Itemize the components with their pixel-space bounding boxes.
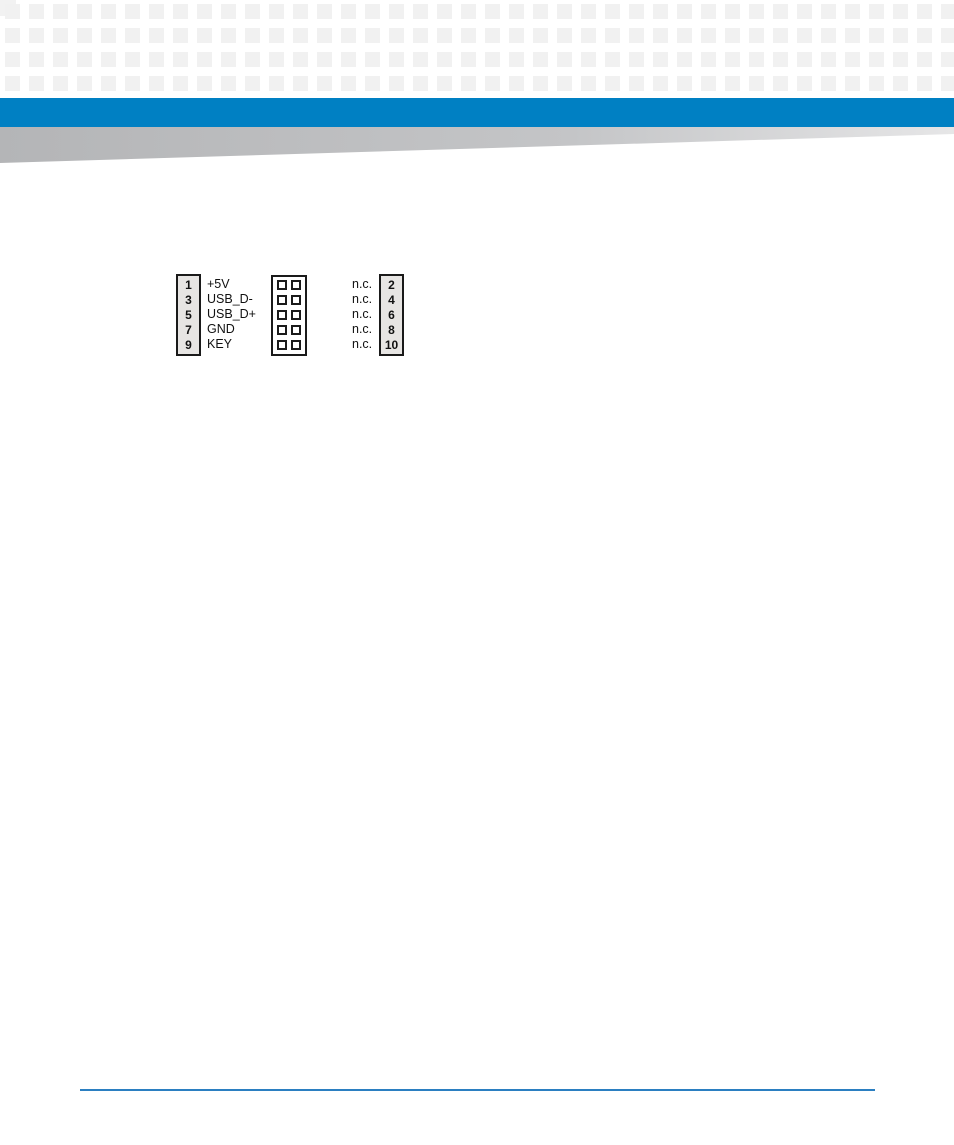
pin-hole — [277, 325, 287, 335]
pin-number: 6 — [388, 308, 395, 322]
header-dot-pattern — [0, 0, 954, 98]
pin-hole — [291, 295, 301, 305]
pin-hole — [277, 280, 287, 290]
pin-number: 7 — [185, 323, 192, 337]
pin-hole — [277, 295, 287, 305]
signal-label: GND — [207, 322, 235, 336]
pin-hole — [291, 325, 301, 335]
signal-label: n.c. — [352, 307, 373, 321]
pin-number: 1 — [185, 278, 192, 292]
header-blue-bar — [0, 98, 954, 127]
header-grey-wedge — [0, 127, 954, 163]
signal-label: n.c. — [352, 337, 373, 351]
pin-hole — [277, 340, 287, 350]
signal-label: KEY — [207, 337, 233, 351]
pin-number: 10 — [384, 338, 399, 352]
signal-label: USB_D+ — [207, 307, 256, 321]
dot-pattern-grid — [0, 0, 954, 98]
pin-number: 9 — [185, 338, 192, 352]
pin-hole — [277, 310, 287, 320]
signal-label: +5V — [207, 277, 230, 291]
pin-number: 8 — [388, 323, 395, 337]
pin-number: 4 — [388, 293, 395, 307]
footer-rule — [80, 1089, 875, 1091]
pin-number: 2 — [388, 278, 395, 292]
pin-header-drawing — [271, 275, 307, 356]
pin-number: 3 — [185, 293, 192, 307]
pin-number: 5 — [185, 308, 192, 322]
pin-hole — [291, 310, 301, 320]
right-pin-number-column: 2 4 6 8 10 — [379, 274, 404, 356]
pin-hole — [291, 280, 301, 290]
signal-label: n.c. — [352, 322, 373, 336]
pin-hole — [291, 340, 301, 350]
usb-connector-pinout: 1 3 5 7 9 +5V USB_D- USB_D+ GND KEY n.c.… — [176, 274, 412, 360]
signal-label: n.c. — [352, 292, 373, 306]
left-pin-number-column: 1 3 5 7 9 — [176, 274, 201, 356]
signal-label: USB_D- — [207, 292, 253, 306]
signal-label: n.c. — [352, 277, 373, 291]
